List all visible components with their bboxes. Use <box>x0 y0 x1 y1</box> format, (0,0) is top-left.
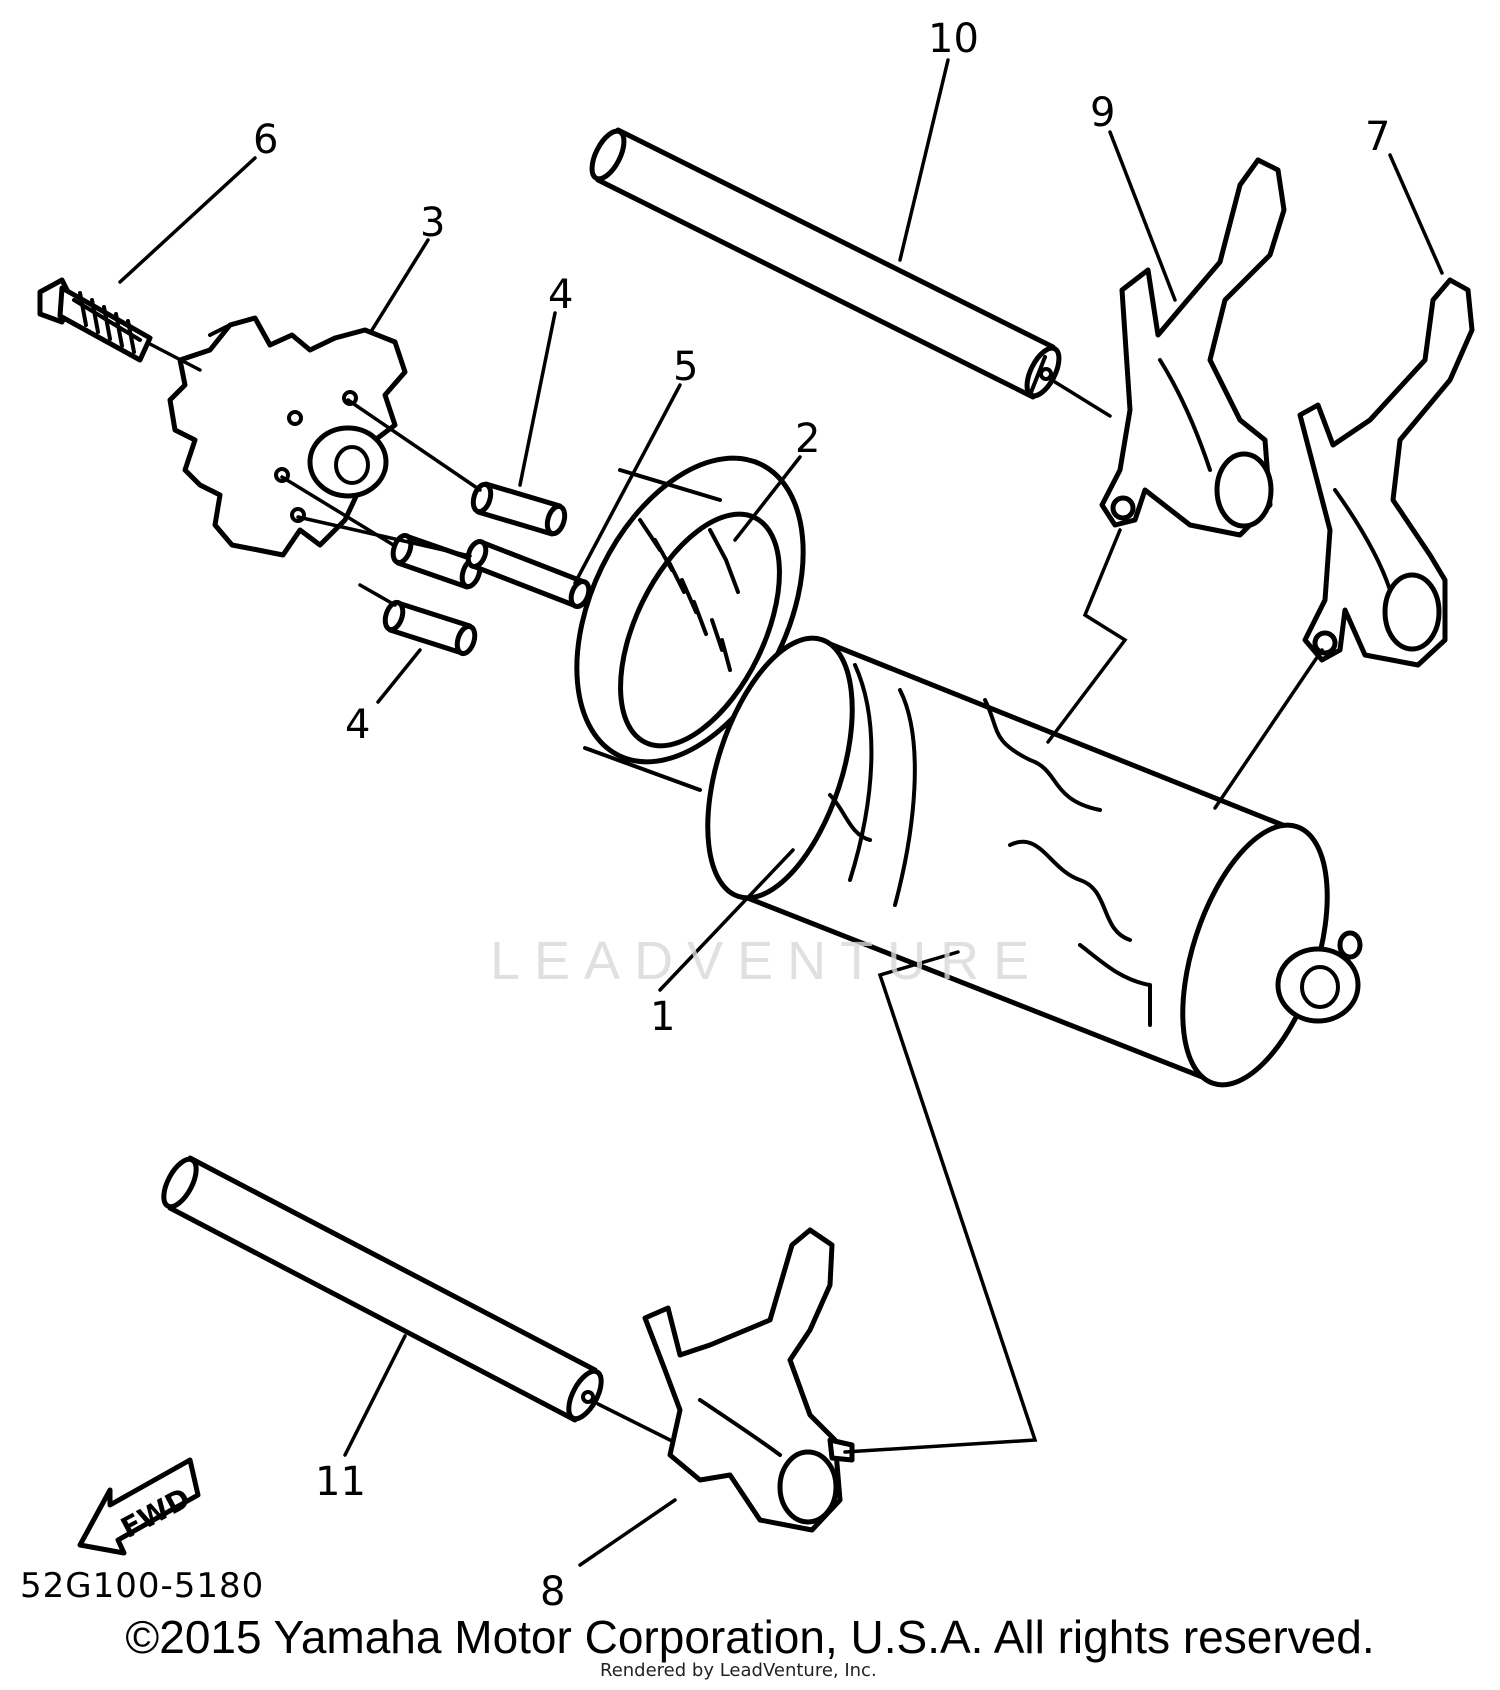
part-2-bearing <box>574 455 806 792</box>
part-11-guide-bar <box>161 1155 604 1423</box>
callout-4-upper: 4 <box>548 272 573 318</box>
callout-11: 11 <box>315 1459 366 1505</box>
copyright-notice: ©2015 Yamaha Motor Corporation, U.S.A. A… <box>125 1611 1375 1663</box>
part-6-bolt <box>37 277 153 363</box>
assembly-connection-lines <box>596 380 1324 1454</box>
part-10-guide-bar <box>589 127 1062 400</box>
part-5-pin <box>465 539 592 609</box>
part-1-shift-cam <box>705 635 1363 1088</box>
part-9-shift-fork <box>1099 157 1287 538</box>
rendered-by-notice: Rendered by LeadVenture, Inc. <box>600 1660 877 1681</box>
part-4-pin-upper <box>470 481 568 537</box>
callout-7: 7 <box>1365 114 1390 160</box>
callout-5: 5 <box>673 344 698 390</box>
callout-9: 9 <box>1090 90 1115 136</box>
part-4-pin-lower <box>382 599 478 657</box>
callout-8: 8 <box>540 1569 565 1615</box>
callout-10: 10 <box>928 16 979 62</box>
diagram-reference-code: 52G100-5180 <box>20 1566 265 1606</box>
callout-2: 2 <box>795 416 820 462</box>
watermark: LEADVENTURE <box>490 931 1044 991</box>
callout-labels: 10 9 7 6 3 4 5 2 4 1 11 8 <box>253 16 1390 1615</box>
callout-6: 6 <box>253 117 278 163</box>
part-8-shift-fork <box>642 1227 855 1533</box>
part-3-segment <box>167 315 408 558</box>
callout-4-lower: 4 <box>345 702 370 748</box>
segment-pin-alignment-lines <box>148 342 482 607</box>
callout-1: 1 <box>650 994 675 1040</box>
callout-leaders <box>118 58 1444 1567</box>
callout-3: 3 <box>420 200 445 246</box>
part-7-shift-fork <box>1297 277 1475 668</box>
fwd-arrow-icon: FWD <box>77 1457 201 1556</box>
